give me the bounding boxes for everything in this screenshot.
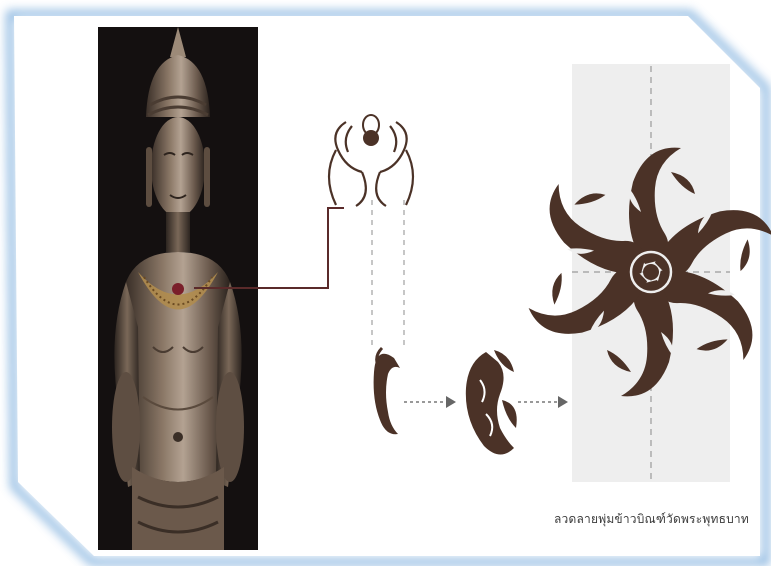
figure-caption: ลวดลายพุ่มข้าวบิณฑ์วัดพระพุทธบาท: [554, 510, 754, 529]
